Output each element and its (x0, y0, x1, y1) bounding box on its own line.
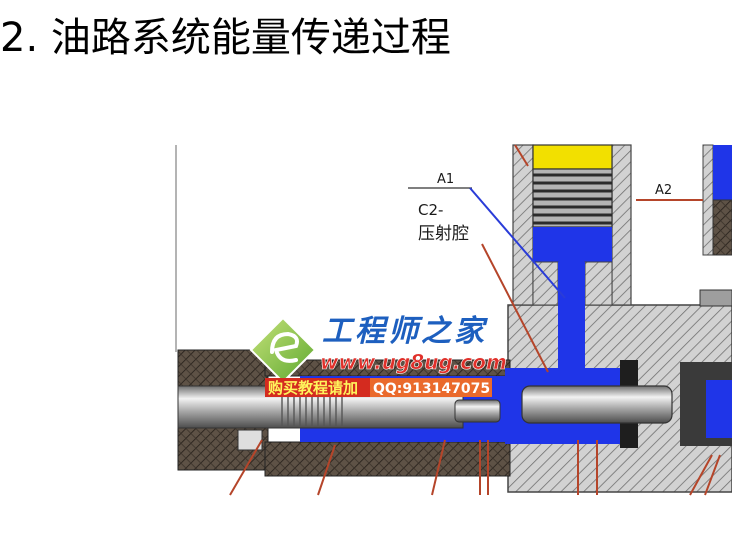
watermark-logo-icon (249, 316, 317, 384)
sleeve-wall-bottom (264, 441, 511, 477)
oil-vertical-channel (558, 262, 585, 382)
plunger-tip (454, 399, 501, 423)
cylinder-base-left (532, 261, 559, 306)
watermark-promo: 购买教程请加 (268, 379, 358, 397)
right-fitting (699, 289, 732, 307)
watermark-url: www.ug8ug.com (320, 350, 507, 374)
watermark-contact: QQ:913147075 (373, 381, 490, 397)
oil-cylinder-chamber (533, 227, 612, 262)
cylinder-wall-right (611, 144, 632, 306)
right-cylinder-wall (702, 144, 714, 256)
watermark-site-name: 工程师之家 (322, 314, 488, 349)
oil-right-chamber (706, 380, 732, 438)
plunger-head (521, 385, 673, 424)
oil-right-cylinder (713, 145, 732, 200)
label-c2: C2- (418, 201, 443, 219)
a1-pointer (469, 187, 566, 299)
cylinder-wall-left (512, 144, 534, 306)
right-cylinder-base (712, 199, 732, 256)
label-a2: A2 (655, 183, 672, 198)
piston-rings (532, 168, 613, 228)
cylinder-cap (532, 144, 613, 170)
cylinder-base-right (584, 261, 613, 306)
watermark-promo-box (265, 378, 370, 397)
slide-title: 2. 油路系统能量传递过程 (0, 15, 451, 61)
label-a1: A1 (437, 172, 454, 187)
watermark: 工程师之家 www.ug8ug.com 购买教程请加 QQ:913147075 (249, 314, 507, 397)
watermark-contact-box (370, 378, 492, 397)
leader-lines (229, 144, 721, 496)
flange-top (177, 349, 269, 387)
label-injection-chamber: 压射腔 (418, 224, 469, 244)
